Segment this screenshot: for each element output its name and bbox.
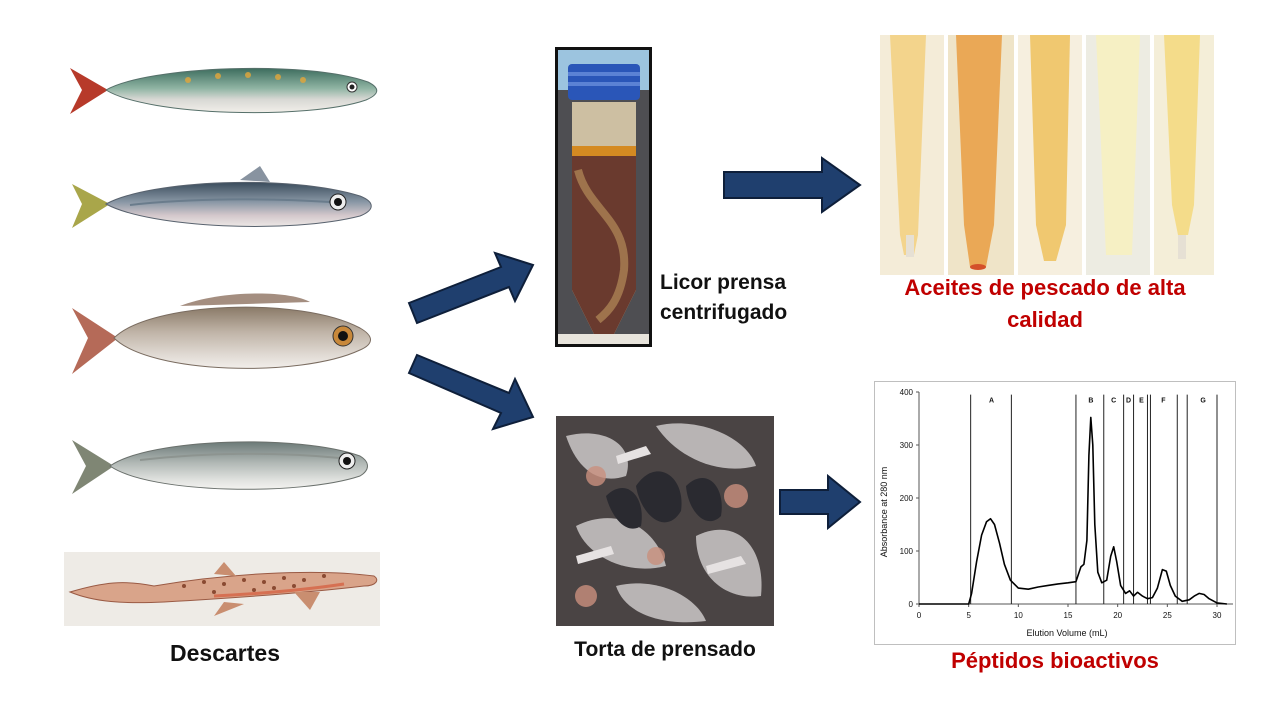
press-liquor-label: Licor prensa centrifugado — [660, 268, 820, 328]
absorbance-series-line — [919, 416, 1227, 605]
arrow-down-right-icon — [407, 353, 535, 431]
fish-oils-label-line2: calidad — [1007, 307, 1083, 332]
y-tick-label: 400 — [900, 388, 914, 397]
arrow-up-right-icon — [407, 251, 535, 325]
discards-column: Descartes — [60, 50, 390, 666]
press-cake-photo — [556, 416, 774, 626]
centrifuge-tube-photo — [555, 47, 652, 347]
x-tick-label: 15 — [1064, 611, 1073, 620]
fraction-label: G — [1200, 398, 1206, 405]
y-tick-label: 0 — [909, 600, 914, 609]
y-tick-label: 300 — [900, 441, 914, 450]
y-tick-label: 200 — [900, 494, 914, 503]
arrow-right-peptides-icon — [779, 474, 862, 530]
discards-label: Descartes — [170, 640, 280, 666]
x-tick-label: 10 — [1014, 611, 1023, 620]
arrow-right-oil-icon — [723, 156, 862, 214]
chromatogram-chart: Absorbance at 280 nm Elution Volume (mL)… — [879, 388, 1233, 638]
x-tick-label: 5 — [966, 611, 971, 620]
sardine-fish-icon — [70, 67, 378, 114]
fraction-label: C — [1111, 398, 1116, 405]
press-cake-label: Torta de prensado — [574, 638, 756, 661]
x-tick-label: 25 — [1163, 611, 1172, 620]
x-axis-label: Elution Volume (mL) — [1026, 628, 1107, 638]
fish-oils-label: Aceites de pescado de alta calidad — [860, 272, 1230, 336]
fraction-label: E — [1139, 398, 1144, 405]
x-tick-label: 20 — [1113, 611, 1122, 620]
bioactive-peptides-label: Péptidos bioactivos — [951, 648, 1159, 673]
catshark-photo — [64, 552, 380, 626]
bogue-fish-icon — [72, 440, 368, 494]
press-cake-icon — [556, 416, 774, 626]
centrifuge-tube-icon — [558, 50, 649, 344]
chromatogram-panel: Absorbance at 280 nm Elution Volume (mL)… — [874, 381, 1236, 645]
fraction-label: D — [1126, 398, 1131, 405]
fish-oil-vials-photo — [880, 35, 1214, 275]
horse-mackerel-fish-icon — [72, 166, 372, 228]
shark-icon — [68, 562, 378, 616]
y-axis-label: Absorbance at 280 nm — [879, 467, 889, 558]
fraction-label: F — [1161, 398, 1166, 405]
press-liquor-label-line1: Licor prensa — [660, 271, 787, 294]
fraction-label: B — [1088, 398, 1093, 405]
y-tick-label: 100 — [900, 547, 914, 556]
fish-oils-label-line1: Aceites de pescado de alta — [904, 275, 1186, 300]
sea-bream-fish-icon — [72, 293, 371, 374]
x-tick-label: 0 — [917, 611, 922, 620]
press-liquor-label-line2: centrifugado — [660, 301, 788, 324]
oil-vial-icon — [880, 35, 1214, 275]
x-tick-label: 30 — [1213, 611, 1222, 620]
fraction-label: A — [989, 398, 994, 405]
